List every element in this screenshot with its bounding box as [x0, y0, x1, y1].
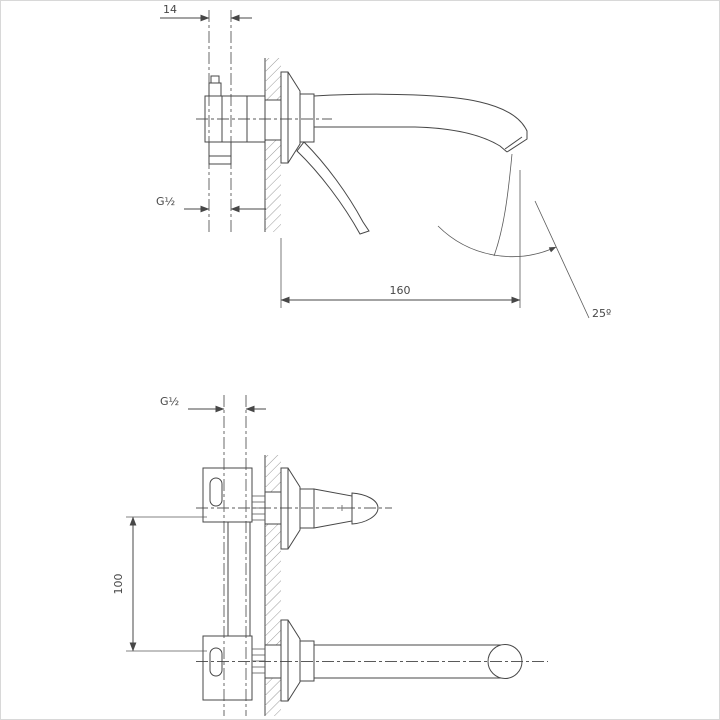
- top-wall-section: [264, 58, 282, 232]
- handle-plan: [280, 467, 379, 550]
- spout-side-profile: [313, 93, 528, 153]
- dim-label-100: 100: [112, 574, 125, 595]
- dim-label-g-half-top: G½: [156, 195, 175, 208]
- handle-base: [299, 488, 315, 529]
- top-centerlines: [196, 10, 332, 232]
- wall-hatching: [265, 140, 281, 232]
- dimension-14: 14: [160, 3, 252, 22]
- lower-thread-ticks: [252, 648, 265, 674]
- dimension-100: 100: [112, 516, 207, 652]
- inlet-port: [208, 141, 232, 165]
- concealed-valve-body: [204, 75, 266, 165]
- spout-plan: [280, 619, 523, 702]
- wall-hatching: [265, 678, 281, 716]
- top-view-side-elevation: 25º 14 G½ 160: [156, 3, 611, 320]
- wall-hatching: [265, 524, 281, 645]
- aerator: [504, 136, 523, 150]
- angle-reference-line: [534, 200, 590, 319]
- dim-label-14: 14: [163, 3, 177, 16]
- spout-escutcheon: [280, 619, 301, 702]
- dim-label-g-half-bottom: G½: [160, 395, 179, 408]
- handle-knob: [351, 492, 379, 525]
- escutcheon-plate-side: [280, 71, 315, 164]
- spout-lower-edge: [314, 126, 508, 153]
- upper-thread-ticks: [252, 495, 265, 521]
- bottom-centerlines: [196, 395, 548, 716]
- lever-handle-side: [296, 141, 370, 235]
- bottom-view-plan: G½ 100: [112, 395, 548, 716]
- concealed-body-plan: [202, 467, 265, 701]
- bleed-screw: [208, 82, 222, 97]
- lower-port-block: [202, 635, 253, 701]
- bleed-screw-cap: [210, 75, 220, 84]
- dimension-g-half-bottom: G½: [160, 395, 266, 413]
- spout-round-tip: [487, 644, 523, 679]
- spout-base: [299, 640, 315, 682]
- spout-upper-edge: [313, 93, 528, 153]
- handle-escutcheon: [280, 467, 301, 550]
- wall-pass-through-thread: [264, 99, 282, 141]
- dim-label-angle-25: 25º: [592, 307, 611, 320]
- wall-hatching: [265, 58, 281, 100]
- dimension-160: 160: [280, 170, 521, 308]
- bottom-wall-section: [264, 455, 282, 716]
- upper-fixing-slot: [209, 477, 223, 507]
- water-stream-curve: [493, 153, 513, 257]
- lower-fixing-slot: [209, 647, 223, 677]
- indicator-cross: [339, 505, 345, 511]
- dimension-g-half-top: G½: [156, 195, 266, 213]
- mixer-body: [299, 93, 315, 143]
- angle-arc: [437, 225, 557, 257]
- handle-cone: [313, 488, 353, 529]
- wall-hatching: [265, 455, 281, 492]
- water-stream-and-angle: 25º: [437, 153, 611, 320]
- dim-label-160: 160: [390, 284, 411, 297]
